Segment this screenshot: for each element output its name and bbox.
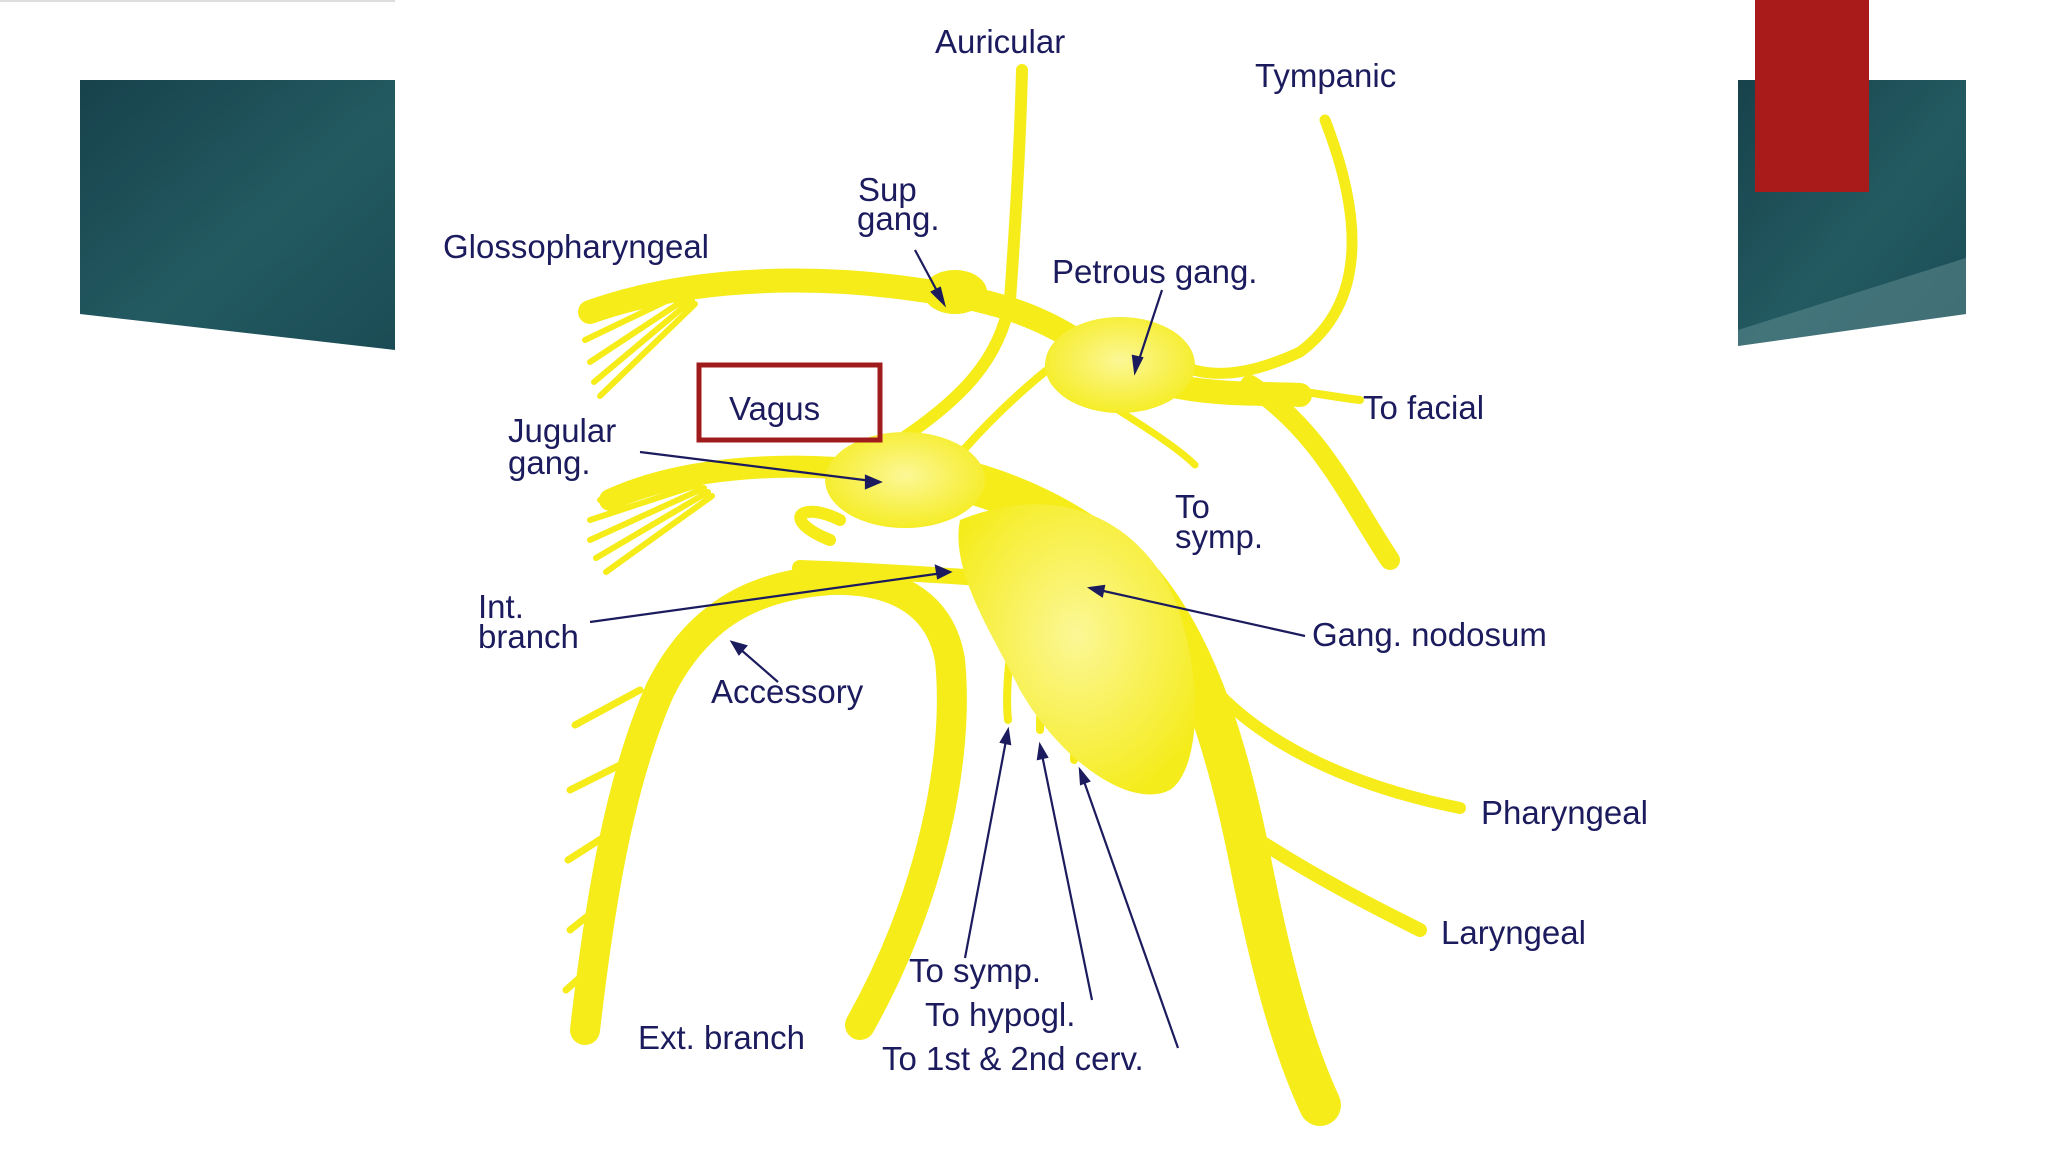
label-glossopharyngeal: Glossopharyngeal <box>443 228 709 265</box>
label-to-hypogl: To hypogl. <box>925 996 1075 1033</box>
label-jugular-2: gang. <box>508 444 591 481</box>
jugular-ganglion <box>825 432 985 528</box>
petrous-ganglion <box>1045 317 1195 413</box>
label-sup-gang-2: gang. <box>857 200 940 237</box>
label-auricular: Auricular <box>935 23 1065 60</box>
label-int-branch-1: Int. <box>478 588 524 625</box>
label-int-branch-2: branch <box>478 618 579 655</box>
pharyngeal-branch <box>1174 634 1466 814</box>
leader-arrows <box>589 249 1306 1049</box>
label-to-symp-lower: To symp. <box>909 952 1041 989</box>
tympanic-nerve <box>1164 114 1358 379</box>
laryngeal-branch <box>1248 831 1427 937</box>
label-to-symp-upper-2: symp. <box>1175 518 1263 555</box>
label-ext-branch: Ext. branch <box>638 1019 805 1056</box>
top-left-rule <box>0 0 395 2</box>
glossopharyngeal-rootlets <box>582 287 698 399</box>
label-petrous-gang: Petrous gang. <box>1052 253 1257 290</box>
left-teal-banner <box>80 80 395 350</box>
vagus-main-trunk <box>859 449 1341 1126</box>
label-gang-nodosum: Gang. nodosum <box>1312 616 1547 653</box>
diagram-labels: Auricular Tympanic Sup gang. Glossophary… <box>443 23 1648 1077</box>
label-accessory: Accessory <box>711 673 864 710</box>
label-tympanic: Tympanic <box>1255 57 1396 94</box>
label-to-cerv: To 1st & 2nd cerv. <box>882 1040 1144 1077</box>
accessory-nerve-arch <box>570 564 967 1045</box>
red-accent-bar <box>1755 0 1869 192</box>
jugular-lower-loop <box>794 505 846 546</box>
petrous-symp-branch <box>1106 401 1199 469</box>
label-to-symp-upper-1: To <box>1175 488 1210 525</box>
petrous-descending-trunk <box>1240 375 1400 570</box>
label-sup-gang-1: Sup <box>858 171 917 208</box>
ganglia <box>825 270 1196 795</box>
label-jugular-1: Jugular <box>508 412 616 449</box>
label-to-facial: To facial <box>1363 389 1484 426</box>
superior-ganglion <box>923 270 987 314</box>
label-vagus: Vagus <box>729 390 820 427</box>
vagus-highlight-box <box>696 362 883 443</box>
accessory-spikes-left <box>562 686 644 994</box>
label-laryngeal: Laryngeal <box>1441 914 1586 951</box>
glossopharyngeal-nerve <box>578 268 1312 407</box>
ganglion-nodosum <box>958 504 1196 795</box>
auricular-nerve <box>894 64 1028 446</box>
label-pharyngeal: Pharyngeal <box>1481 794 1648 831</box>
